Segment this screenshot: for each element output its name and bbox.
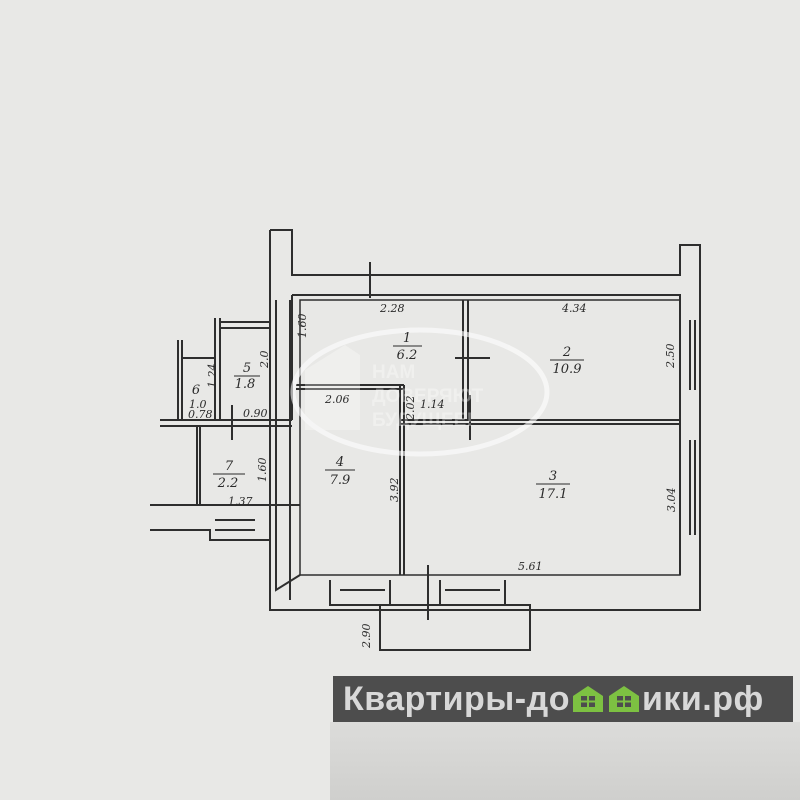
room-7-number: 7	[225, 459, 234, 474]
dim-label: 2.28	[379, 302, 405, 315]
dim-label: 1.24	[206, 364, 219, 389]
room-6-area: 1.0	[189, 398, 207, 411]
dim-label: 2.90	[360, 624, 373, 650]
room-6-number: 6	[192, 383, 200, 398]
dim-label: 1.60	[296, 314, 309, 339]
dimension-labels: 2.28 4.34 1.60 2.50 2.0 1.24 2.06 2.02 1…	[188, 302, 678, 649]
dim-label: 1.60	[256, 458, 269, 483]
dim-label: 0.78	[188, 408, 213, 421]
room-5-number: 5	[243, 361, 251, 376]
bottom-shadow	[330, 722, 800, 800]
watermark-line-1: НАМ	[372, 362, 415, 383]
room-1-number: 1	[403, 331, 411, 346]
house-icon	[571, 684, 605, 714]
dim-label: 1.37	[228, 495, 253, 508]
dim-label: 3.04	[665, 488, 678, 513]
watermark-line-3: БУДУЩЕЕ!	[372, 410, 473, 431]
room-7-area: 2.2	[217, 476, 239, 491]
dim-label: 4.34	[561, 302, 587, 315]
dim-label: 1.14	[420, 398, 445, 411]
room-3-area: 17.1	[539, 487, 568, 502]
room-4-area: 7.9	[330, 473, 351, 488]
room-2-area: 10.9	[553, 362, 582, 377]
banner-prefix: Квартиры-до	[343, 679, 570, 718]
watermark: НАМ ДОВЕРЯЮТ БУДУЩЕЕ!	[290, 327, 550, 457]
banner-suffix: ики.рф	[641, 679, 764, 718]
room-3-number: 3	[549, 469, 557, 484]
watermark-line-2: ДОВЕРЯЮТ	[372, 386, 484, 407]
room-labels: 1 6.2 2 10.9 3 17.1 4 7.9 5 1.8 6 1.0 7 …	[189, 331, 584, 502]
room-1-area: 6.2	[397, 348, 418, 363]
dim-label: 0.90	[243, 407, 268, 420]
dim-label: 2.02	[404, 396, 417, 422]
dim-label: 2.50	[664, 344, 677, 370]
dim-label: 5.61	[518, 560, 543, 573]
house-icon	[607, 684, 641, 714]
walls	[150, 229, 701, 651]
dim-label: 3.92	[388, 478, 401, 503]
dim-label: 2.06	[324, 393, 350, 406]
dim-label: 2.0	[258, 351, 271, 370]
room-5-area: 1.8	[235, 377, 256, 392]
room-2-number: 2	[562, 345, 571, 360]
room-4-number: 4	[335, 455, 344, 470]
site-banner: Квартиры-до ики.рф	[333, 676, 793, 722]
